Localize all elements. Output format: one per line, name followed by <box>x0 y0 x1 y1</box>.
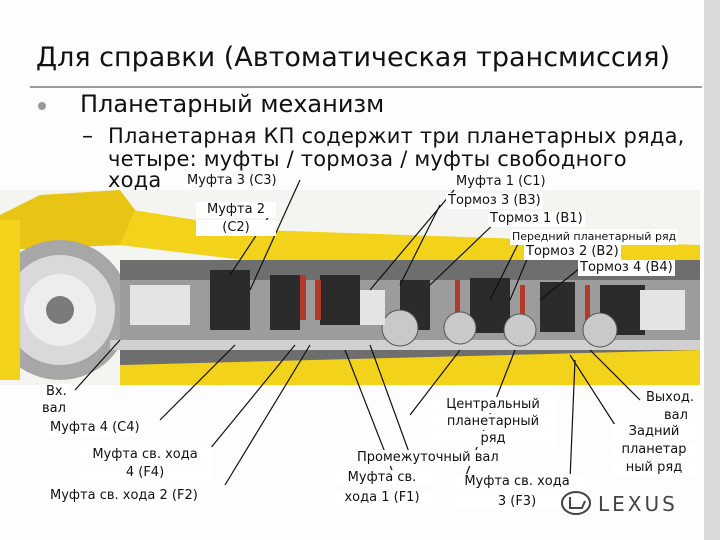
slide-edge <box>704 0 720 540</box>
label-central-planetary-line2: планетарный <box>430 414 556 430</box>
label-brake-b4: Тормоз 4 (B4) <box>578 260 675 276</box>
label-output-shaft-line2: вал <box>662 408 690 424</box>
sub-bullet-line-2: четыре: муфты / тормоза / муфты свободно… <box>108 147 627 171</box>
label-brake-b2: Тормоз 2 (B2) <box>524 244 621 260</box>
sub-bullet-line-1: Планетарная КП содержит три планетарных … <box>108 124 685 148</box>
label-clutch-c4: Муфта 4 (C4) <box>48 420 142 436</box>
label-input-shaft-line1: Вх. <box>44 384 69 400</box>
label-clutch-c1: Муфта 1 (C1) <box>454 174 548 190</box>
label-oneway-f3-line2: 3 (F3) <box>450 494 584 510</box>
label-rear-planetary-line1: Задний <box>612 424 696 440</box>
label-clutch-c3: Муфта 3 (C3) <box>185 173 279 189</box>
slide-title: Для справки (Автоматическая трансмиссия) <box>36 42 670 73</box>
label-oneway-f3-line1: Муфта св. хода <box>450 474 584 490</box>
lexus-wordmark: LEXUS <box>598 492 678 516</box>
lexus-emblem-icon <box>561 491 591 515</box>
label-oneway-f1-line2: хода 1 (F1) <box>330 490 434 506</box>
label-clutch-c2-line1: Муфта 2 <box>196 202 276 218</box>
bullet-text: Планетарный механизм <box>80 90 385 118</box>
label-oneway-f2: Муфта св. хода 2 (F2) <box>48 488 200 504</box>
label-rear-planetary-line3: ный ряд <box>612 460 696 476</box>
label-clutch-c2-line2: (C2) <box>196 220 276 236</box>
label-central-planetary-line3: ряд <box>430 431 556 447</box>
label-brake-b1: Тормоз 1 (B1) <box>488 211 585 227</box>
sub-bullet-dash: – <box>82 124 93 149</box>
label-intermediate-shaft: Промежуточный вал <box>355 450 501 466</box>
label-rear-planetary-line2: планетар <box>612 442 696 458</box>
label-oneway-f1-line1: Муфта св. <box>330 470 434 486</box>
sub-bullet-line-3: хода <box>108 168 162 192</box>
label-input-shaft-line2: вал <box>40 401 68 417</box>
label-oneway-f4-line1: Муфта св. хода <box>78 447 212 463</box>
label-front-planetary: Передний планетарный ряд <box>510 229 679 245</box>
label-brake-b3: Тормоз 3 (B3) <box>446 193 543 209</box>
bullet-icon <box>38 102 46 110</box>
label-oneway-f4-line2: 4 (F4) <box>78 465 212 481</box>
transmission-cutaway-image <box>0 190 700 385</box>
lexus-logo: LEXUS <box>560 488 700 518</box>
title-divider <box>30 86 702 88</box>
label-central-planetary-line1: Центральный <box>430 397 556 413</box>
label-output-shaft-line1: Выход. <box>644 390 696 406</box>
